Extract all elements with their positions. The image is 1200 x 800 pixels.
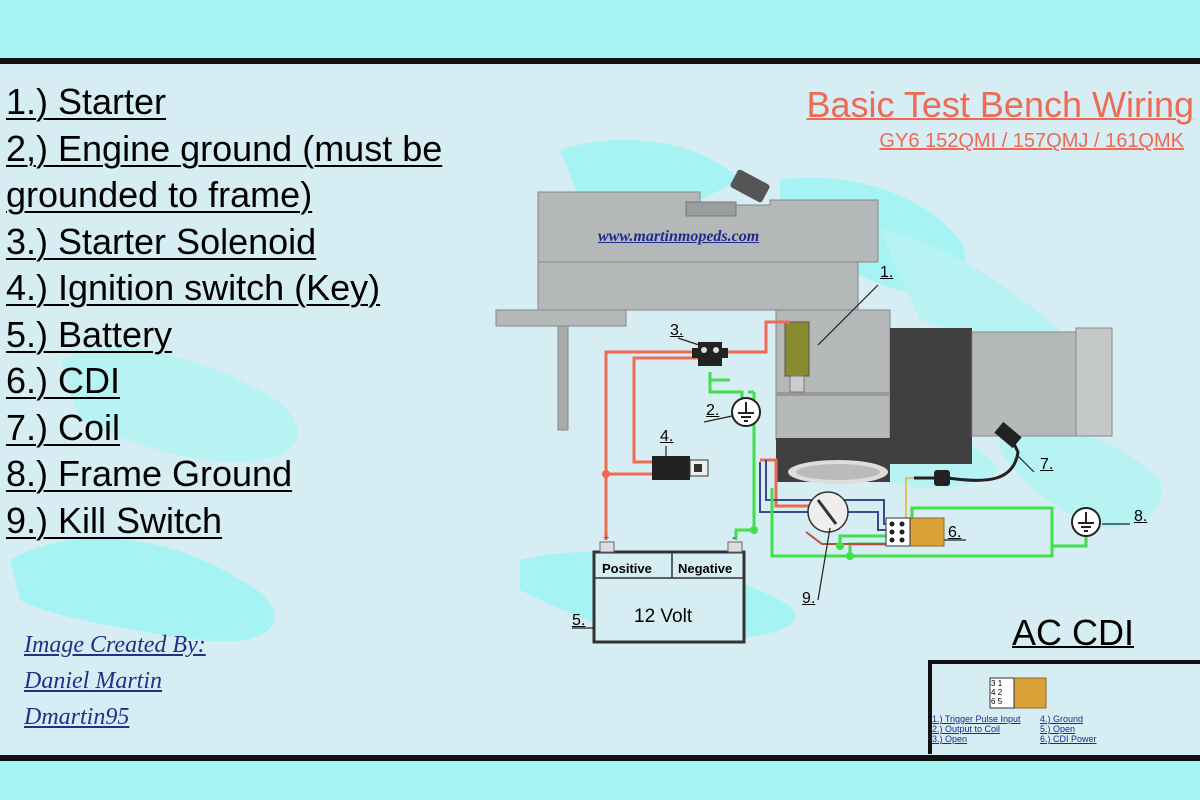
- cdi-reference-box: [928, 660, 1200, 754]
- callout-leaders: [572, 284, 1130, 629]
- website-link[interactable]: www.martinmopeds.com: [598, 228, 760, 245]
- callout-7: 7.: [1040, 456, 1054, 473]
- legend-item-coil: 7.) Coil: [6, 407, 121, 448]
- battery-positive-label: Positive: [602, 561, 652, 576]
- legend-item-battery: 5.) Battery: [6, 314, 173, 355]
- battery: [592, 541, 746, 644]
- background-splotch: [1000, 427, 1162, 528]
- ignition-switch: [652, 456, 709, 480]
- legend-item-engine-ground-cont: grounded to frame): [6, 174, 313, 215]
- engine-block: [495, 169, 1113, 484]
- battery-voltage: 12 Volt: [634, 606, 693, 627]
- legend-item-frame-ground: 8.) Frame Ground: [6, 453, 293, 494]
- cdi-pin: 5: [997, 697, 1003, 706]
- cdi-pin-legend-item: 2.) Output to Coil: [932, 724, 1001, 734]
- cdi-pin-grid: 3 1 4 2 6 5: [991, 679, 1013, 707]
- wire-junction-red: [602, 470, 610, 478]
- kill-switch: [807, 491, 849, 533]
- cdi-box-title: AC CDI: [1012, 612, 1135, 653]
- bottom-border: [0, 755, 1200, 761]
- kill-switch-wires: [805, 531, 888, 545]
- frame-ground-symbol: [1071, 507, 1101, 537]
- legend-item-ignition-switch: 4.) Ignition switch (Key): [6, 267, 381, 308]
- legend-item-engine-ground: 2,) Engine ground (must be: [6, 128, 443, 169]
- battery-negative-label: Negative: [678, 561, 733, 576]
- legend-item-starter: 1.) Starter: [6, 81, 167, 122]
- cdi-pin: 1: [997, 679, 1003, 688]
- cdi-pin: 6: [991, 697, 996, 706]
- background-splotch: [60, 347, 298, 462]
- coil-power-wire: [905, 477, 914, 520]
- cdi-pin: 2: [997, 688, 1003, 697]
- credit-line-3: Dmartin95: [24, 704, 130, 730]
- top-border: [0, 58, 1200, 64]
- wire-junctions: [750, 526, 854, 560]
- callout-1: 1.: [880, 264, 894, 281]
- battery-minus: -: [732, 532, 736, 544]
- cdi-pin-legend-right: 4.) Ground 5.) Open 6.) CDI Power: [1040, 714, 1097, 744]
- callout-4: 4.: [660, 428, 674, 445]
- cdi-pin: 3: [991, 679, 996, 688]
- callout-5: 5.: [572, 612, 586, 629]
- battery-plus: +: [603, 532, 610, 544]
- callout-8: 8.: [1134, 508, 1148, 525]
- cdi-pin-legend-item: 6.) CDI Power: [1040, 734, 1097, 744]
- cdi-pin: 4: [991, 688, 996, 697]
- callout-2: 2.: [706, 402, 720, 419]
- background-splotch: [880, 230, 1060, 346]
- legend-item-cdi: 6.) CDI: [6, 360, 121, 401]
- cdi-pin-legend-item: 5.) Open: [1040, 724, 1076, 734]
- cdi-pin-legend-item: 3.) Open: [932, 734, 968, 744]
- credit-line-1: Image Created By:: [24, 632, 206, 658]
- cdi-unit: [885, 517, 945, 547]
- cdi-pin-legend-item: 1.) Trigger Pulse Input: [932, 714, 1021, 724]
- diagram-subtitle: GY6 152QMI / 157QMJ / 161QMK: [879, 130, 1184, 152]
- background-splotch: [560, 140, 740, 200]
- legend-item-starter-solenoid: 3.) Starter Solenoid: [6, 221, 317, 262]
- engine-ground-symbol: [731, 397, 761, 427]
- starter-motor: [784, 321, 810, 393]
- callout-9: 9.: [802, 590, 816, 607]
- cdi-pin-legend-item: 4.) Ground: [1040, 714, 1084, 724]
- coil-wire: [914, 435, 1020, 482]
- callout-6: 6.: [948, 524, 962, 541]
- diagram-title: Basic Test Bench Wiring: [806, 84, 1195, 125]
- legend-item-kill-switch: 9.) Kill Switch: [6, 500, 223, 541]
- cdi-pin-legend-left: 1.) Trigger Pulse Input 2.) Output to Co…: [932, 714, 1021, 744]
- credit-line-2: Daniel Martin: [24, 668, 162, 694]
- ignition-coil: [934, 421, 1022, 486]
- callout-3: 3.: [670, 322, 684, 339]
- background-splotch: [10, 538, 275, 642]
